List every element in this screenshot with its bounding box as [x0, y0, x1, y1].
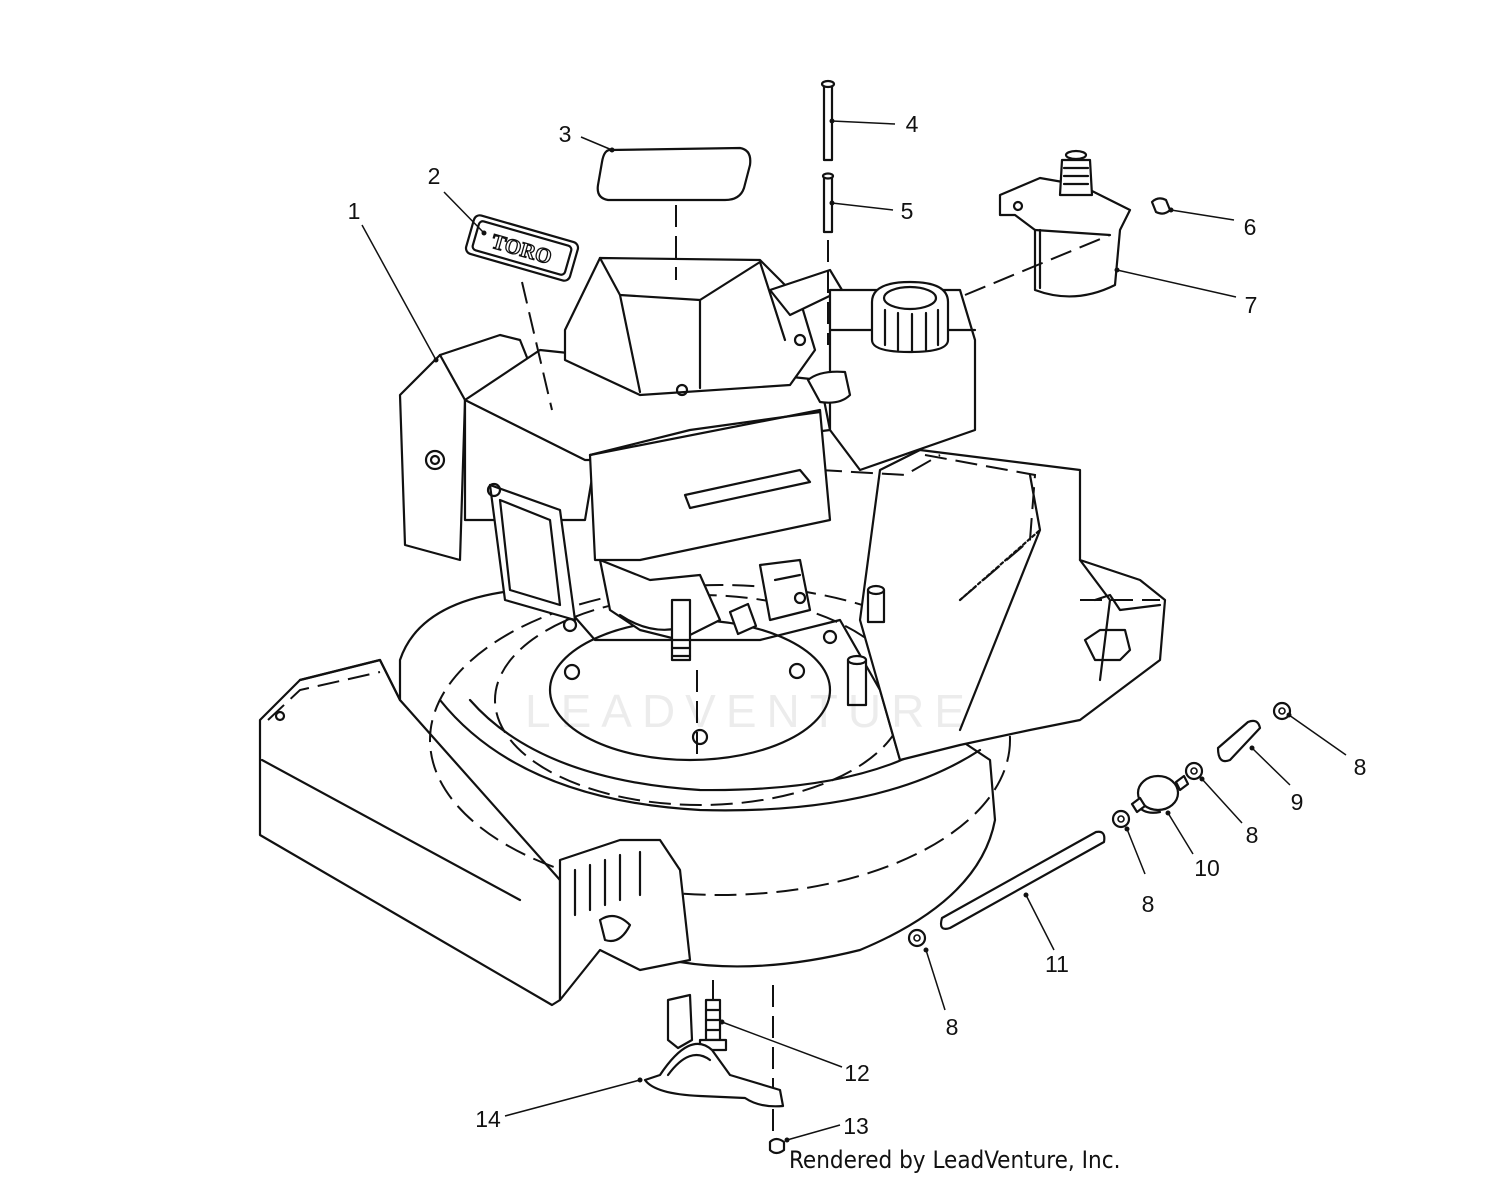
callout-2: 2	[428, 163, 441, 189]
callout-6: 6	[1244, 214, 1257, 240]
engine	[398, 256, 977, 1150]
callout-3: 3	[559, 121, 572, 147]
callout-7: 7	[1245, 292, 1258, 318]
bolt	[698, 998, 728, 1052]
hose-clamps	[907, 701, 1292, 948]
nut	[768, 1137, 786, 1155]
callout-8: 8	[1246, 822, 1259, 848]
screw	[1150, 197, 1172, 215]
callout-4: 4	[906, 111, 919, 137]
callout-labels: 1 2 3 4 5 6 7 8 8 8 8 9 10 11 12 13 14	[348, 111, 1367, 1139]
air-cleaner-decal	[596, 146, 752, 202]
callout-8: 8	[946, 1014, 959, 1040]
callout-14: 14	[475, 1106, 501, 1132]
callout-12: 12	[844, 1060, 870, 1086]
callout-9: 9	[1291, 789, 1304, 815]
toro-badge: TORO	[464, 214, 580, 282]
callout-13: 13	[843, 1113, 869, 1139]
callout-8: 8	[1142, 891, 1155, 917]
rod-and-spacer	[820, 79, 836, 345]
fuel-line	[939, 830, 1106, 930]
deflector-bracket	[643, 993, 785, 1108]
callout-1: 1	[348, 198, 361, 224]
render-credit: Rendered by LeadVenture, Inc.	[789, 1146, 1120, 1174]
watermark: LEADVENTURE	[525, 685, 975, 737]
fuel-filter	[1130, 774, 1190, 814]
starter-motor	[964, 149, 1132, 298]
leader-lines	[361, 118, 1347, 1143]
short-hose	[1216, 719, 1262, 763]
mower-deck	[258, 448, 1167, 1007]
callout-11: 11	[1045, 951, 1069, 977]
callout-10: 10	[1194, 855, 1220, 881]
callout-5: 5	[901, 198, 914, 224]
callout-8: 8	[1354, 754, 1367, 780]
